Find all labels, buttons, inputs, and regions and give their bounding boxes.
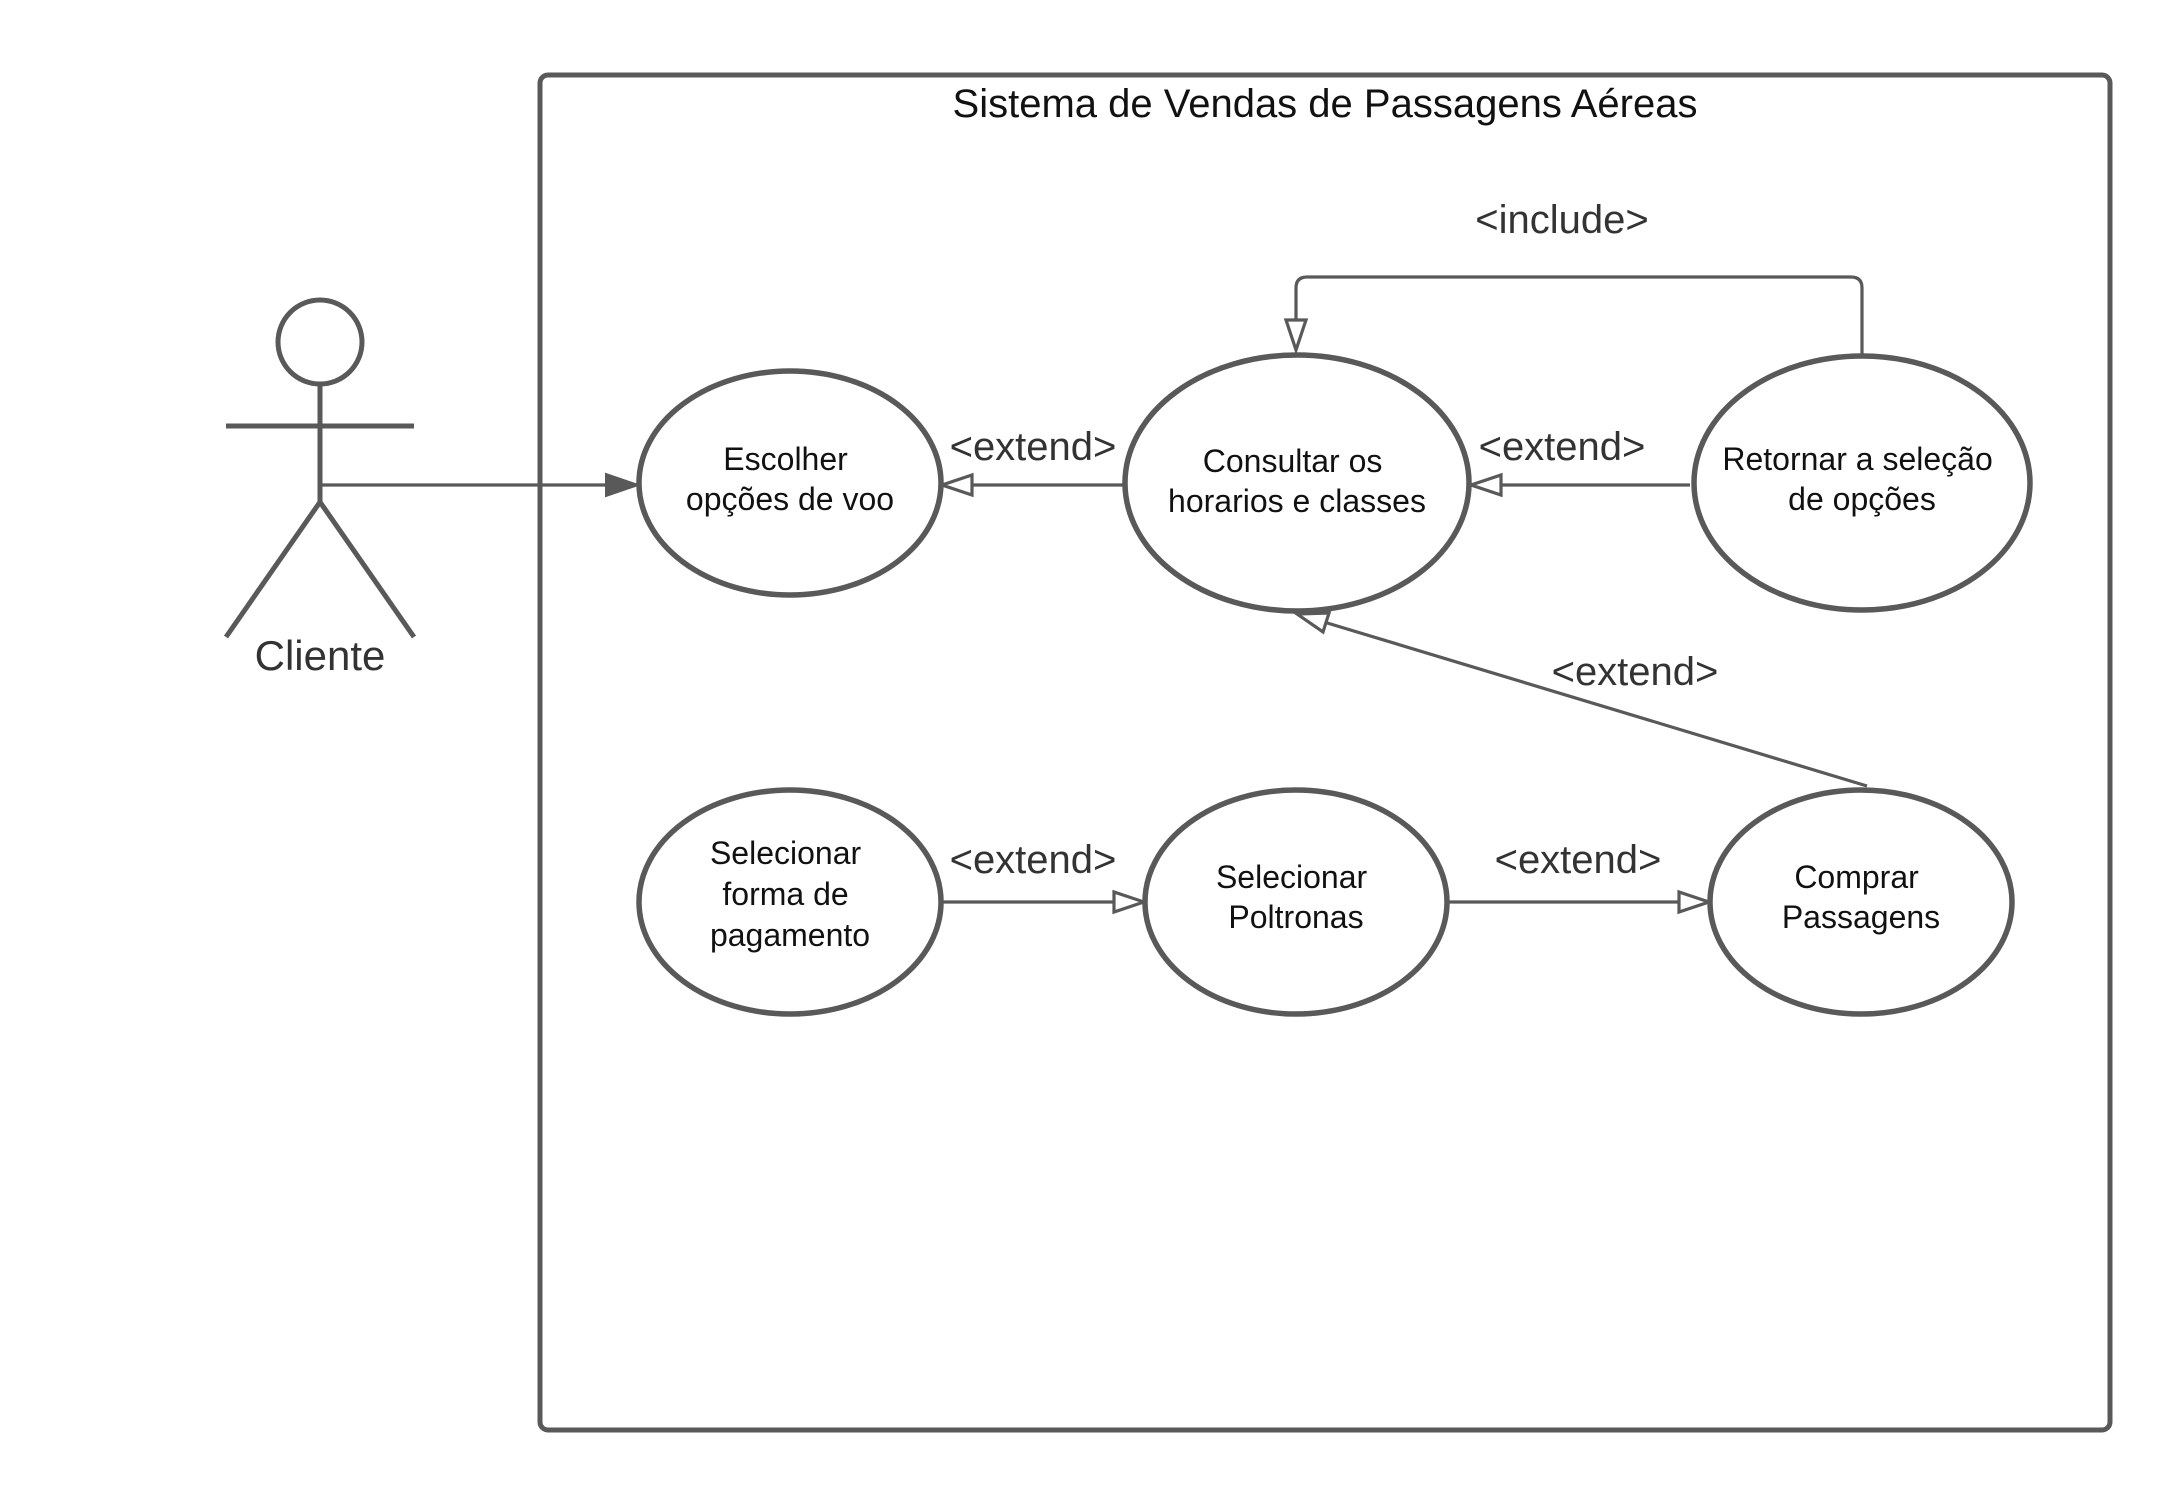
svg-text:Consultar os horarios e: Consultar os horarios e classes <box>1168 443 1426 519</box>
use-case-label: Retornar a seleção <box>1722 441 1992 477</box>
use-case-label: pagamento <box>710 917 870 953</box>
extend-retornar-consultar: <extend> <box>1465 425 1690 498</box>
use-case-consultar[interactable]: Consultar os horarios e classes <box>1122 352 1472 614</box>
include-retornar-consultar: <include> <box>1283 198 1864 356</box>
system-boundary <box>537 72 2113 1433</box>
include-label: <include> <box>1475 198 1648 242</box>
use-case-retornar[interactable]: Retornar a seleção de opções <box>1691 353 2033 613</box>
use-case-selecionar-poltronas[interactable]: Selecionar Poltronas <box>1142 787 1450 1017</box>
extend-label: <extend> <box>950 838 1117 882</box>
use-case-escolher[interactable]: Escolher opções de voo <box>636 368 944 598</box>
arrowhead-open <box>1292 611 1332 635</box>
use-case-label: de opções <box>1788 481 1936 517</box>
extend-label: <extend> <box>1495 838 1662 882</box>
arrowhead-solid <box>605 472 642 498</box>
use-case-label: Consultar os <box>1203 443 1383 479</box>
extend-label: <extend> <box>950 425 1117 469</box>
svg-text:Retornar a seleção de op: Retornar a seleção de opções <box>1722 441 2001 517</box>
svg-text:Selecionar forma de: Selecionar forma de pagamento <box>710 835 870 953</box>
association-cliente-escolher <box>320 472 642 498</box>
use-case-label: forma de <box>722 876 848 912</box>
svg-text:Selecionar Poltronas: Selecionar Poltronas <box>1216 859 1376 935</box>
use-case-label: Selecionar <box>1216 859 1368 895</box>
use-case-label: Poltronas <box>1228 899 1363 935</box>
extend-poltronas-comprar: <extend> <box>1447 838 1715 915</box>
actor-head <box>275 297 365 387</box>
use-case-label: opções de voo <box>686 481 894 517</box>
actor-cliente: Cliente <box>223 297 417 679</box>
extend-label: <extend> <box>1479 425 1646 469</box>
actor-right-leg <box>317 500 417 639</box>
extend-label: <extend> <box>1552 650 1719 694</box>
arrowhead-open <box>1283 318 1309 356</box>
arrowhead-open <box>1677 889 1715 915</box>
use-case-comprar[interactable]: Comprar Passagens <box>1707 787 2015 1017</box>
arrowhead-open <box>1465 472 1503 498</box>
svg-text:Comprar Passagens: Comprar Passagens <box>1782 859 1940 935</box>
use-case-label: horarios e classes <box>1168 483 1426 519</box>
actor-left-leg <box>223 500 323 639</box>
use-case-label: Selecionar <box>710 835 862 871</box>
arrowhead-open <box>936 472 974 498</box>
extend-pagamento-poltronas: <extend> <box>942 838 1150 915</box>
extend-consultar-escolher: <extend> <box>936 425 1124 498</box>
use-case-selecionar-pagamento[interactable]: Selecionar forma de pagamento <box>636 787 944 1017</box>
arrowhead-open <box>1112 889 1150 915</box>
extend-comprar-consultar: <extend> <box>1292 611 1868 788</box>
use-case-label: Passagens <box>1782 899 1940 935</box>
system-title: Sistema de Vendas de Passagens Aéreas <box>953 82 1698 126</box>
use-case-label: Comprar <box>1794 859 1919 895</box>
actor-label: Cliente <box>255 632 386 679</box>
use-case-label: Escolher <box>723 441 848 477</box>
svg-text:Escolher opções de voo: Escolher opções de voo <box>686 441 894 517</box>
